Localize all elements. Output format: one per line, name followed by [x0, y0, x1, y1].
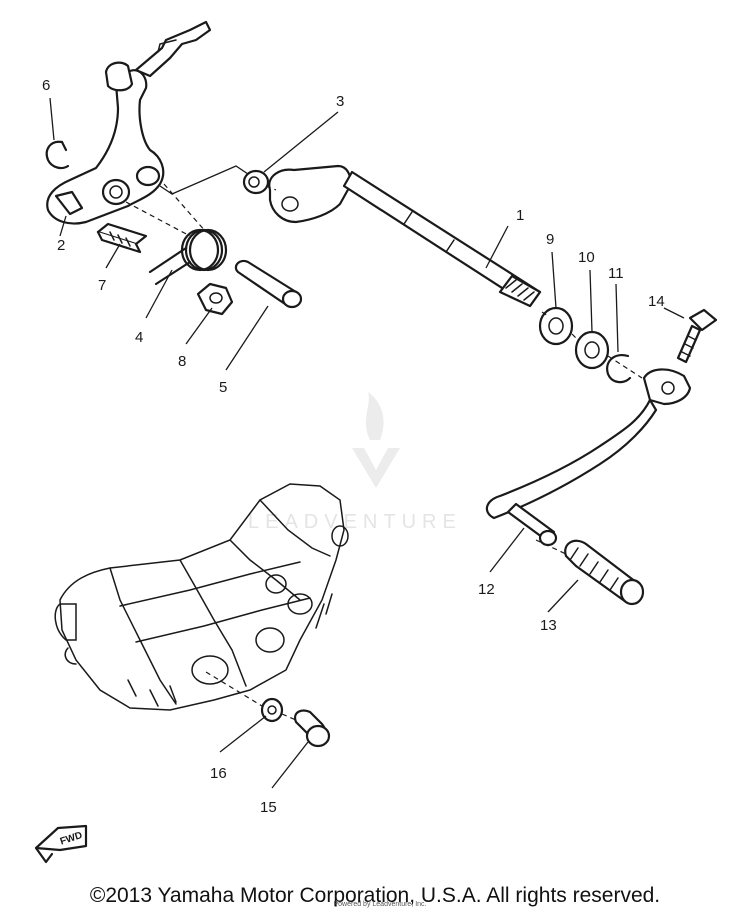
- callout-3: 3: [336, 93, 344, 110]
- pedal-rubber-part-13: [564, 539, 645, 606]
- collar-part-5: [234, 259, 303, 309]
- callout-7: 7: [98, 277, 106, 294]
- nut-part-8: [196, 282, 234, 316]
- callout-6: 6: [42, 77, 50, 94]
- callout-5: 5: [219, 379, 227, 396]
- callout-10: 10: [578, 249, 595, 266]
- assembly-lines: [125, 165, 643, 721]
- callout-leaders: [49, 97, 685, 789]
- callout-13: 13: [540, 617, 557, 634]
- washer-part-16: [260, 697, 284, 723]
- circlip-part-11: [606, 354, 632, 384]
- callout-15: 15: [260, 799, 277, 816]
- bolt-part-7: [96, 222, 148, 254]
- plug-bolt-part-15: [294, 709, 331, 748]
- seal-part-3: [242, 169, 270, 195]
- fwd-arrow-icon: FWD: [34, 824, 88, 864]
- shift-shaft-part-1: [268, 164, 542, 308]
- sub-credit: Powered by Leadventure, Inc.: [333, 901, 427, 908]
- copyright-notice: ©2013 Yamaha Motor Corporation, U.S.A. A…: [89, 884, 661, 907]
- shift-arm-part-2: [46, 20, 212, 225]
- callout-labels: 1 2 3 4 5 6 7 8 9 10 11 12 13 14 15 16: [42, 77, 665, 816]
- callout-16: 16: [210, 765, 227, 782]
- callout-11: 11: [608, 265, 624, 282]
- callout-12: 12: [478, 581, 495, 598]
- callout-1: 1: [516, 207, 524, 224]
- watermark-logo: LEADVENTURE: [248, 392, 462, 533]
- watermark-text: LEADVENTURE: [248, 511, 462, 533]
- callout-14: 14: [648, 293, 665, 310]
- shift-pedal-part-12: [485, 368, 692, 547]
- bolt-part-14: [676, 308, 718, 364]
- callout-4: 4: [135, 329, 143, 346]
- callout-9: 9: [546, 231, 554, 248]
- spring-part-4: [148, 228, 228, 286]
- crankcase-housing: [54, 483, 349, 711]
- callout-2: 2: [57, 237, 65, 254]
- circlip-part-6: [45, 140, 70, 170]
- washer-part-10: [574, 330, 610, 370]
- callout-8: 8: [178, 353, 186, 370]
